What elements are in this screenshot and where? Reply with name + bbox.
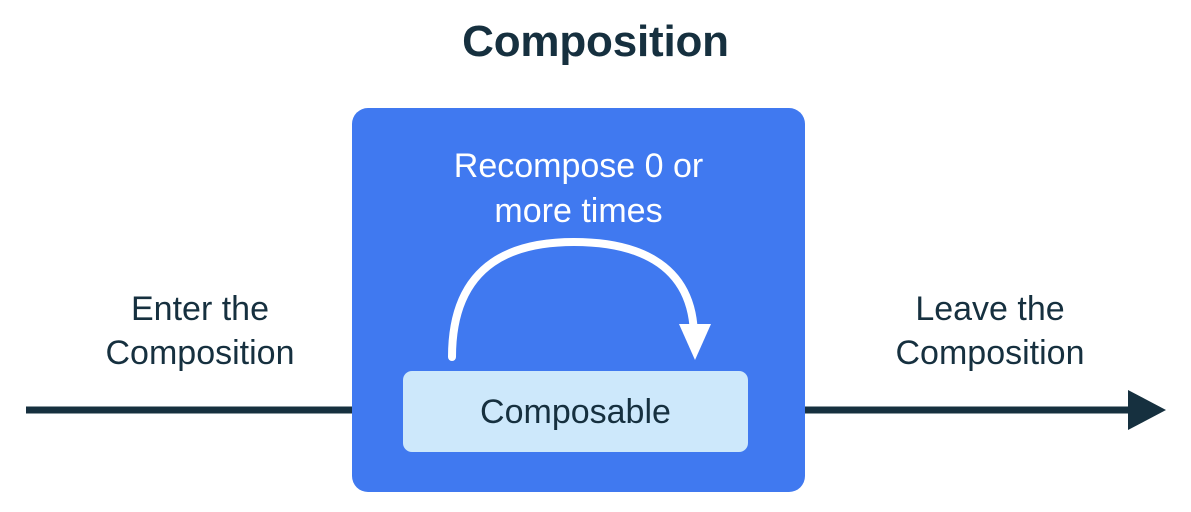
recompose-label: Recompose 0 or more times <box>453 147 704 231</box>
leave-arrow-icon <box>745 390 1166 430</box>
page-title: Composition <box>462 17 729 66</box>
leave-composition-label: Leave the Composition <box>895 290 1085 372</box>
composable-label: Composable <box>480 392 671 431</box>
enter-composition-label: Enter the Composition <box>105 290 295 372</box>
composable-node: Composable <box>403 371 748 452</box>
enter-arrow-icon <box>26 390 404 430</box>
